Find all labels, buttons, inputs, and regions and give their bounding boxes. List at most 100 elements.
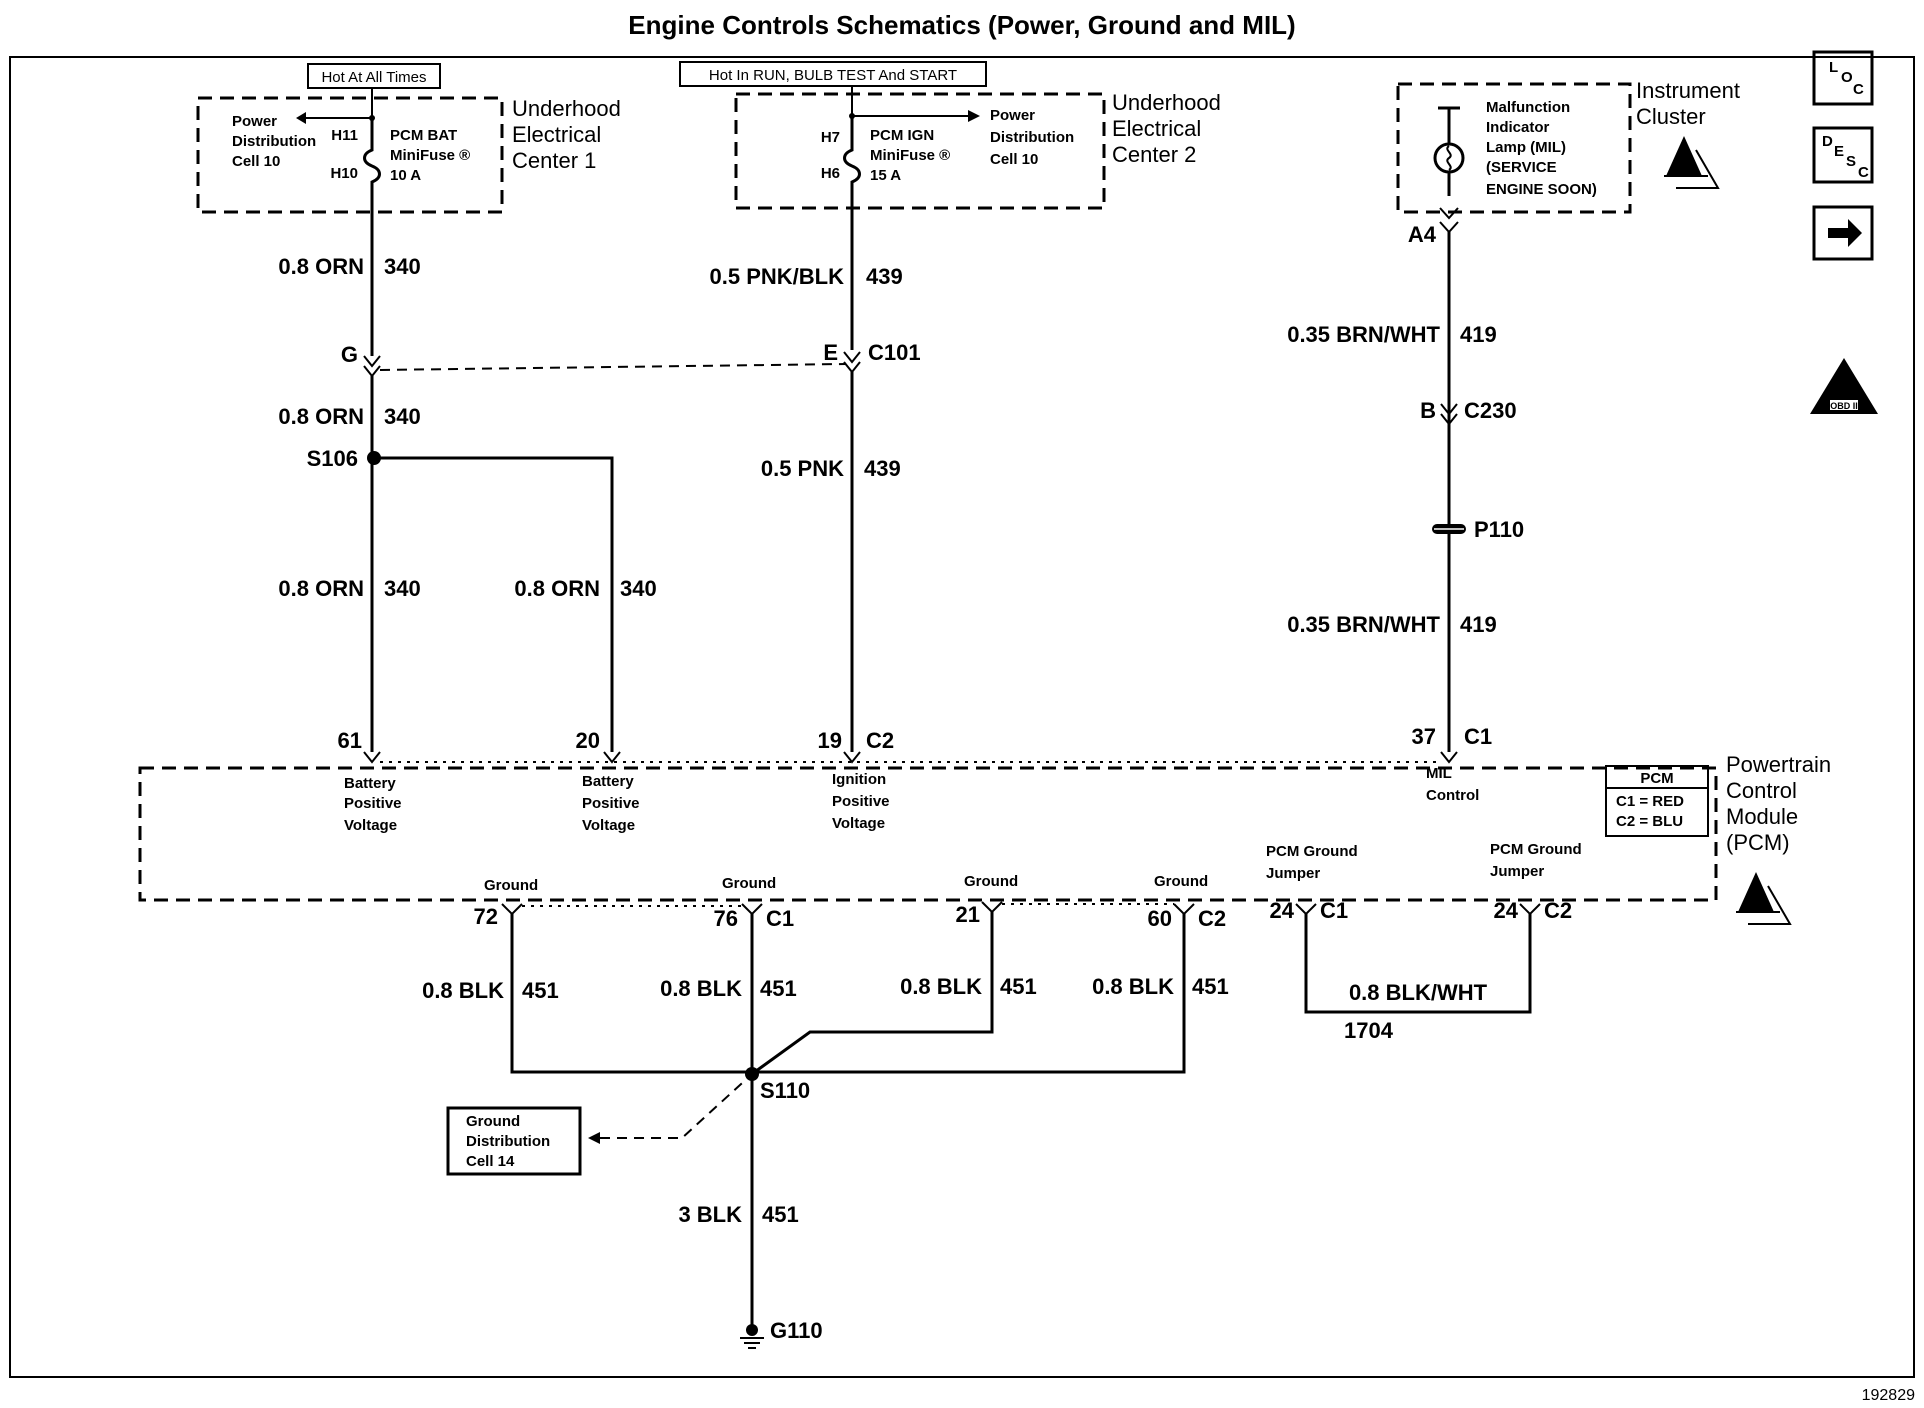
svg-text:419: 419 bbox=[1460, 612, 1497, 637]
svg-text:Hot In RUN, BULB TEST And STAR: Hot In RUN, BULB TEST And START bbox=[709, 67, 957, 84]
svg-text:37: 37 bbox=[1412, 724, 1436, 749]
svg-text:P110: P110 bbox=[1474, 517, 1524, 542]
esd-warning-icon-pcm bbox=[1736, 872, 1792, 925]
svg-text:C2: C2 bbox=[1198, 906, 1226, 931]
svg-text:Center 2: Center 2 bbox=[1112, 142, 1196, 167]
p110-pass-through bbox=[1432, 524, 1466, 534]
svg-text:Positive: Positive bbox=[582, 795, 640, 812]
svg-text:Jumper: Jumper bbox=[1266, 865, 1320, 882]
svg-text:451: 451 bbox=[760, 976, 797, 1001]
svg-text:PCM BAT: PCM BAT bbox=[390, 127, 457, 144]
svg-text:451: 451 bbox=[1192, 974, 1229, 999]
fuse-pcm-ign bbox=[843, 116, 861, 350]
svg-text:Ground: Ground bbox=[964, 873, 1018, 890]
wire-451-pin60 bbox=[752, 914, 1186, 1074]
svg-text:0.8 BLK: 0.8 BLK bbox=[900, 974, 982, 999]
svg-text:PCM: PCM bbox=[1640, 770, 1673, 787]
svg-text:Voltage: Voltage bbox=[582, 817, 635, 834]
uec2-box bbox=[734, 92, 1106, 210]
figure-number: 192829 bbox=[1862, 1387, 1915, 1404]
svg-text:24: 24 bbox=[1494, 898, 1519, 923]
svg-text:451: 451 bbox=[522, 978, 559, 1003]
svg-text:Positive: Positive bbox=[344, 795, 402, 812]
pcm-connector-legend: PCM C1 = RED C2 = BLU bbox=[1605, 765, 1709, 837]
svg-text:Jumper: Jumper bbox=[1490, 863, 1544, 880]
svg-text:Cell 10: Cell 10 bbox=[232, 153, 280, 170]
loc-icon[interactable]: L O C bbox=[1812, 50, 1874, 106]
svg-text:H7: H7 bbox=[821, 129, 840, 146]
ground-g110-icon bbox=[740, 1324, 764, 1349]
c230-pin-b: B bbox=[1420, 398, 1436, 423]
svg-text:MiniFuse ®: MiniFuse ® bbox=[870, 147, 950, 164]
svg-text:S106: S106 bbox=[307, 446, 358, 471]
desc-icon[interactable]: D E S C bbox=[1812, 126, 1874, 184]
pcm-pin-20: 20 Battery Positive Voltage bbox=[576, 728, 640, 834]
pcm-pin-76: Ground 76 C1 bbox=[714, 875, 795, 931]
svg-text:439: 439 bbox=[864, 456, 901, 481]
pcm-pin-21: Ground 21 bbox=[956, 873, 1019, 927]
svg-text:Power: Power bbox=[990, 107, 1035, 124]
svg-text:D: D bbox=[1822, 133, 1833, 150]
arrow-right-icon[interactable] bbox=[1812, 205, 1874, 261]
mil-lamp-icon bbox=[1433, 106, 1465, 196]
svg-text:19: 19 bbox=[818, 728, 842, 753]
svg-text:PCM Ground: PCM Ground bbox=[1266, 843, 1358, 860]
pcm-pin-37: 37 C1 MIL Control bbox=[1412, 724, 1493, 804]
svg-text:Hot At All Times: Hot At All Times bbox=[321, 69, 426, 86]
uec2-name: Underhood bbox=[1112, 90, 1221, 115]
wire-1704-jumper bbox=[1304, 914, 1532, 1014]
svg-text:60: 60 bbox=[1148, 906, 1172, 931]
svg-text:Center 1: Center 1 bbox=[512, 148, 596, 173]
svg-text:Cluster: Cluster bbox=[1636, 104, 1706, 129]
obd-ii-icon: OBD II bbox=[1810, 358, 1878, 414]
svg-text:0.8 BLK/WHT: 0.8 BLK/WHT bbox=[1349, 980, 1488, 1005]
svg-text:0.8 ORN: 0.8 ORN bbox=[278, 576, 364, 601]
loc-icon-text: L bbox=[1829, 59, 1838, 76]
svg-text:0.35 BRN/WHT: 0.35 BRN/WHT bbox=[1287, 612, 1440, 637]
svg-text:Malfunction: Malfunction bbox=[1486, 99, 1570, 116]
svg-text:Battery: Battery bbox=[582, 773, 634, 790]
svg-text:E: E bbox=[1834, 143, 1844, 160]
svg-text:Ground: Ground bbox=[466, 1113, 520, 1130]
c101-pin-e: E bbox=[823, 340, 838, 365]
svg-text:0.8 BLK: 0.8 BLK bbox=[660, 976, 742, 1001]
pin-a4: A4 bbox=[1408, 222, 1437, 247]
svg-text:0.8 ORN: 0.8 ORN bbox=[278, 254, 364, 279]
svg-text:Ground: Ground bbox=[722, 875, 776, 892]
svg-text:76: 76 bbox=[714, 906, 738, 931]
svg-text:419: 419 bbox=[1460, 322, 1497, 347]
instrument-cluster-box bbox=[1396, 82, 1632, 214]
svg-text:Ignition: Ignition bbox=[832, 771, 886, 788]
svg-text:Positive: Positive bbox=[832, 793, 890, 810]
svg-text:C1: C1 bbox=[1464, 724, 1492, 749]
svg-text:0.5 PNK/BLK: 0.5 PNK/BLK bbox=[710, 264, 845, 289]
svg-text:ENGINE SOON): ENGINE SOON) bbox=[1486, 181, 1597, 198]
svg-text:20: 20 bbox=[576, 728, 600, 753]
svg-text:Battery: Battery bbox=[344, 775, 396, 792]
svg-text:C2: C2 bbox=[1544, 898, 1572, 923]
svg-text:0.8 ORN: 0.8 ORN bbox=[278, 404, 364, 429]
uec1-name: Underhood bbox=[512, 96, 621, 121]
svg-text:1704: 1704 bbox=[1344, 1018, 1394, 1043]
svg-text:340: 340 bbox=[384, 254, 421, 279]
svg-text:24: 24 bbox=[1270, 898, 1295, 923]
svg-text:C1: C1 bbox=[766, 906, 794, 931]
wire-340-branch bbox=[374, 456, 614, 752]
c101-label: C101 bbox=[868, 340, 921, 365]
svg-text:PCM IGN: PCM IGN bbox=[870, 127, 934, 144]
pcm-pin-61: 61 Battery Positive Voltage bbox=[338, 728, 402, 834]
svg-text:Power: Power bbox=[232, 113, 277, 130]
wire-451-pin72 bbox=[510, 914, 752, 1074]
svg-text:0.35 BRN/WHT: 0.35 BRN/WHT bbox=[1287, 322, 1440, 347]
svg-text:15 A: 15 A bbox=[870, 167, 901, 184]
svg-text:Electrical: Electrical bbox=[512, 122, 601, 147]
wire-451-pin21 bbox=[751, 912, 994, 1076]
hot-in-run-label: Hot In RUN, BULB TEST And START bbox=[679, 61, 987, 87]
svg-text:61: 61 bbox=[338, 728, 362, 753]
pcm-ground-jumper-c1: PCM Ground Jumper 24 C1 bbox=[1266, 843, 1358, 923]
svg-text:340: 340 bbox=[620, 576, 657, 601]
pcm-pin-60: Ground 60 C2 bbox=[1148, 873, 1227, 931]
svg-text:Distribution: Distribution bbox=[990, 129, 1074, 146]
fuse-pcm-bat bbox=[363, 118, 381, 330]
